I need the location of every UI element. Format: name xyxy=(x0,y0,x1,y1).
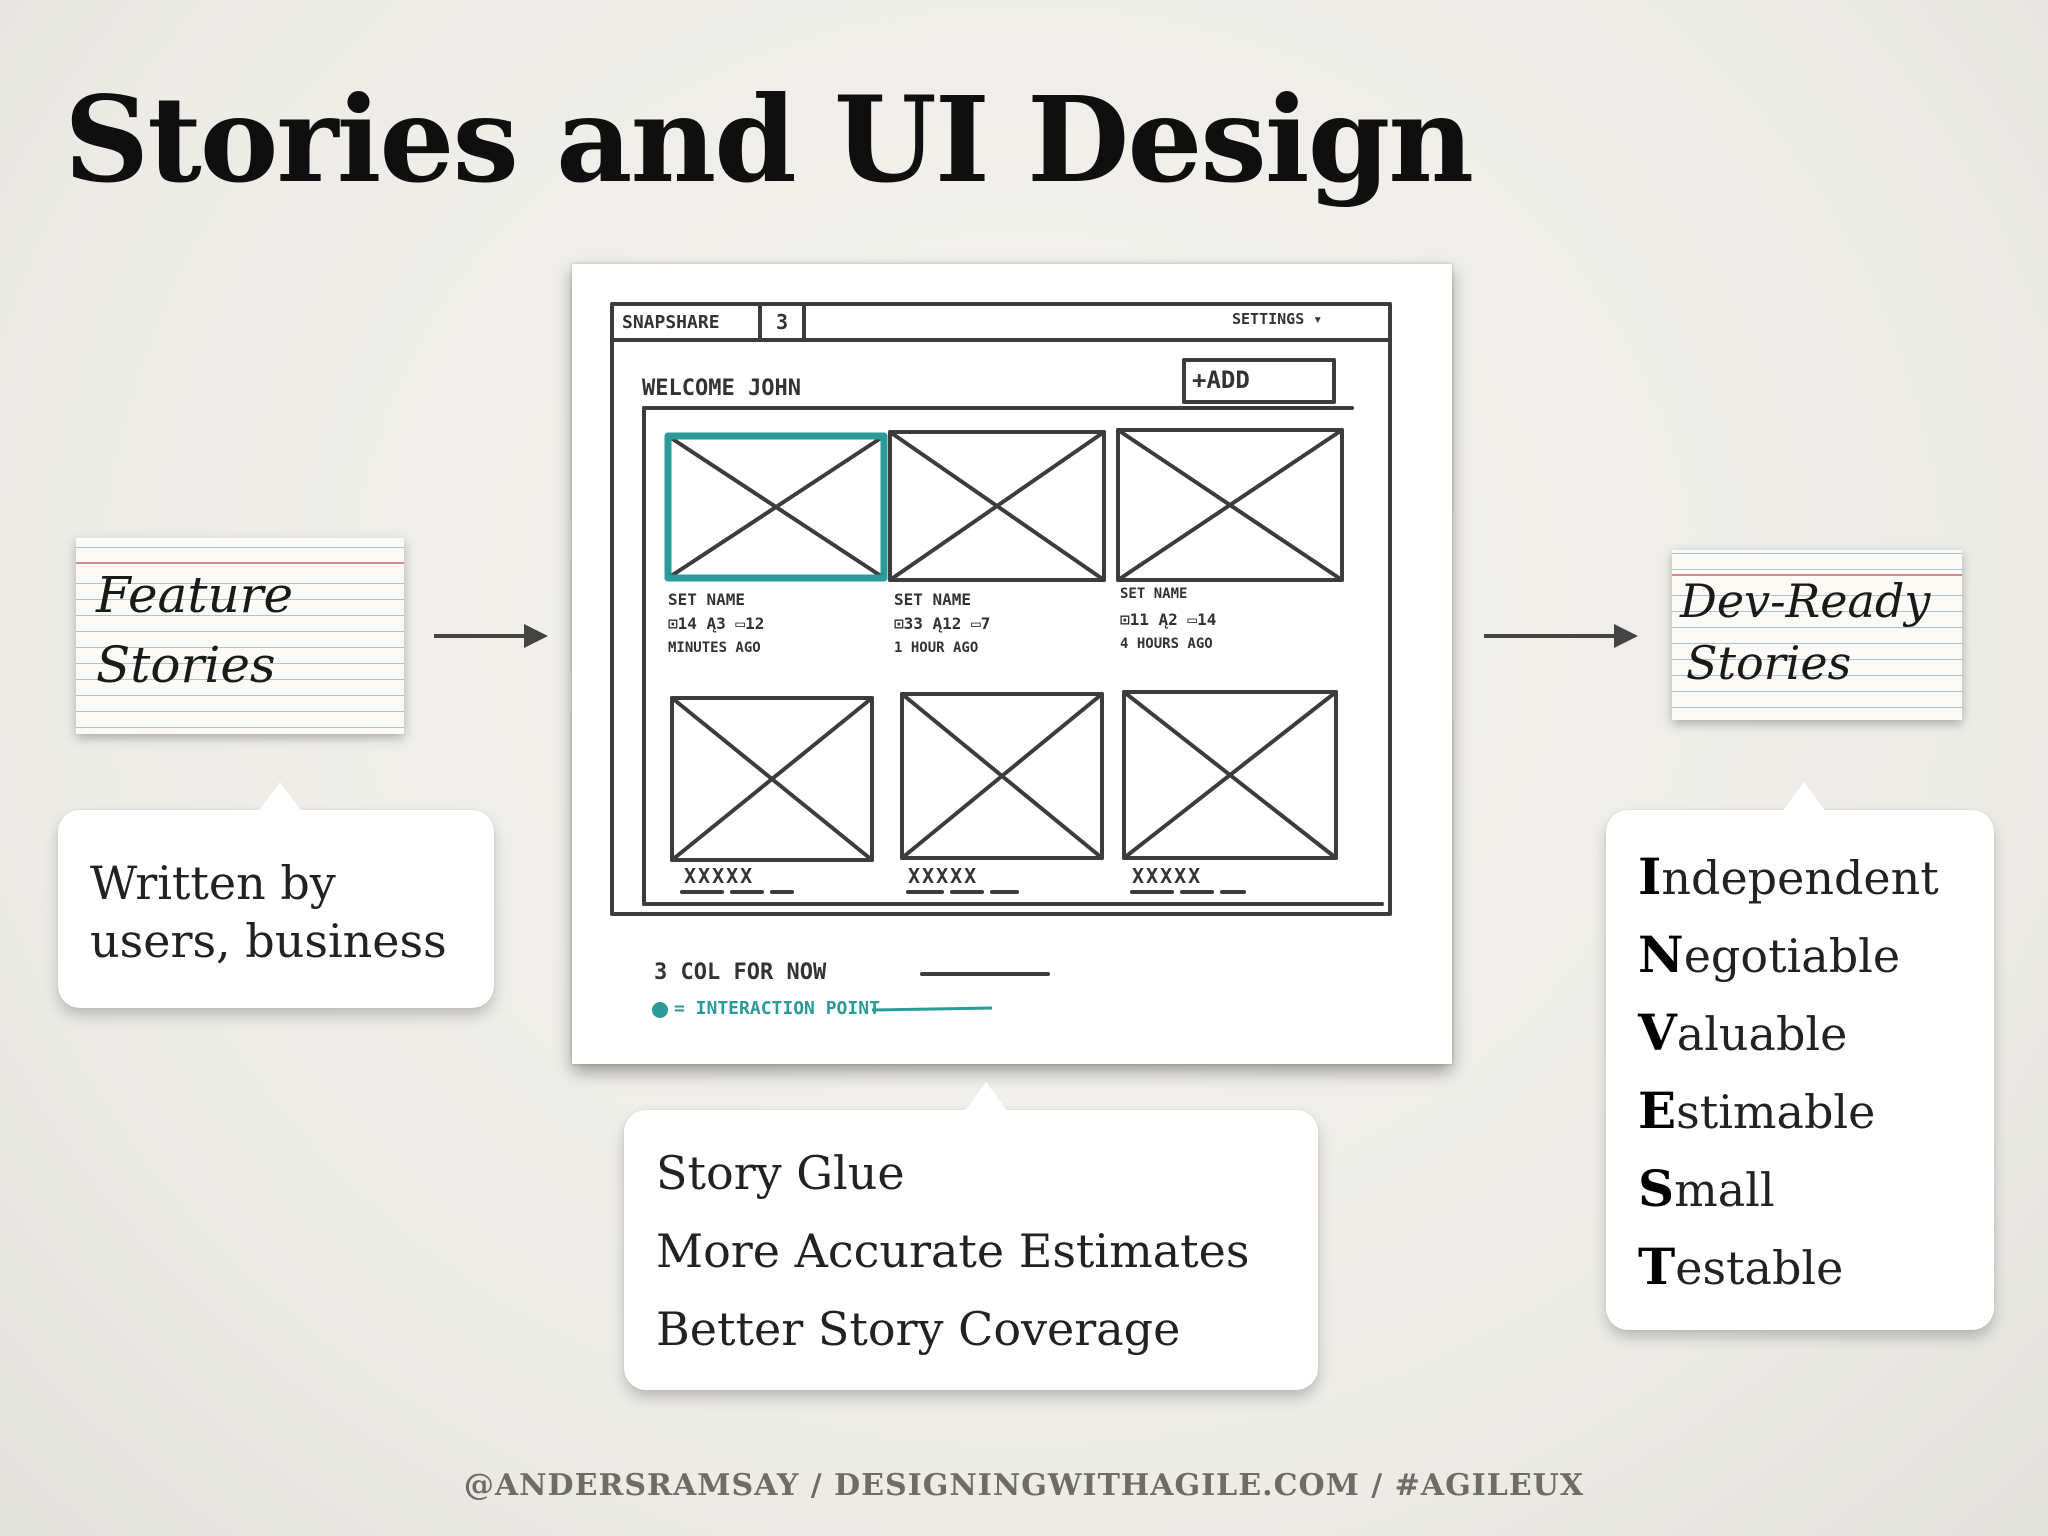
sketch-settings: SETTINGS ▾ xyxy=(1232,310,1323,328)
sketch-app-name: SNAPSHARE xyxy=(622,312,720,333)
invest-list: Independent Negotiable Valuable Estimabl… xyxy=(1638,838,1939,1306)
arrow-right-icon-2 xyxy=(1484,624,1638,648)
invest-item-small: Small xyxy=(1638,1159,1775,1218)
sketch-welcome: WELCOME JOHN xyxy=(642,376,801,401)
feature-stories-card xyxy=(76,538,404,734)
dev-ready-stories-line1: Dev-Ready xyxy=(1680,574,1931,628)
dev-ready-stories-card xyxy=(1672,550,1962,720)
slide-footer: @ANDERSRAMSAY / DESIGNINGWITHAGILE.COM /… xyxy=(463,1468,1585,1503)
sketch-legend: = INTERACTION POINT xyxy=(674,998,880,1019)
sketch-tile-3-name: SET NAME xyxy=(1120,586,1188,602)
slide-title: Stories and UI Design xyxy=(64,70,1474,209)
sketch-tile-3-stats: ⊡11 Ą2 ▭14 xyxy=(1120,610,1217,629)
sketch-tile-2-name: SET NAME xyxy=(894,590,972,609)
invest-item-testable: Testable xyxy=(1638,1237,1844,1296)
sketch-tab-number: 3 xyxy=(776,310,789,334)
feature-stories-line1: Feature xyxy=(96,566,294,624)
left-callout-line1: Written by xyxy=(90,856,336,910)
dev-ready-stories-line2: Stories xyxy=(1686,636,1852,690)
invest-item-independent: Independent xyxy=(1638,847,1939,906)
sketch-add-button: +ADD xyxy=(1192,366,1250,394)
feature-stories-line2: Stories xyxy=(96,636,276,694)
center-callout-line2: More Accurate Estimates xyxy=(656,1224,1250,1278)
sketch-tile-1-stats: ⊡14 Ą3 ▭12 xyxy=(668,614,765,633)
sketch-tile-3-time: 4 HOURS AGO xyxy=(1120,636,1213,652)
sketch-tile-6-label: XXXXX xyxy=(1132,864,1203,888)
sketch-note: 3 COL FOR NOW xyxy=(654,960,827,985)
wireframe-sketch: SNAPSHARE 3 SETTINGS ▾ WELCOME JOHN +ADD… xyxy=(572,264,1452,1064)
tile-placeholders xyxy=(666,428,1344,862)
invest-callout xyxy=(1606,782,1994,1330)
left-callout-line2: users, business xyxy=(90,914,447,968)
center-callout xyxy=(624,1082,1318,1390)
sketch-tile-1-time: MINUTES AGO xyxy=(668,640,761,656)
center-callout-line3: Better Story Coverage xyxy=(656,1302,1181,1356)
invest-item-valuable: Valuable xyxy=(1638,1003,1848,1062)
sketch-tile-2-time: 1 HOUR AGO xyxy=(894,640,979,656)
arrow-right-icon xyxy=(434,624,548,648)
sketch-tile-2-stats: ⊡33 Ą12 ▭7 xyxy=(894,614,991,633)
invest-item-estimable: Estimable xyxy=(1638,1081,1876,1140)
sketch-tile-1-name: SET NAME xyxy=(668,590,746,609)
sketch-tile-4-label: XXXXX xyxy=(684,864,755,888)
invest-item-negotiable: Negotiable xyxy=(1638,925,1901,984)
center-callout-line1: Story Glue xyxy=(656,1146,905,1200)
sketch-tile-5-label: XXXXX xyxy=(908,864,979,888)
left-callout xyxy=(58,782,494,1008)
